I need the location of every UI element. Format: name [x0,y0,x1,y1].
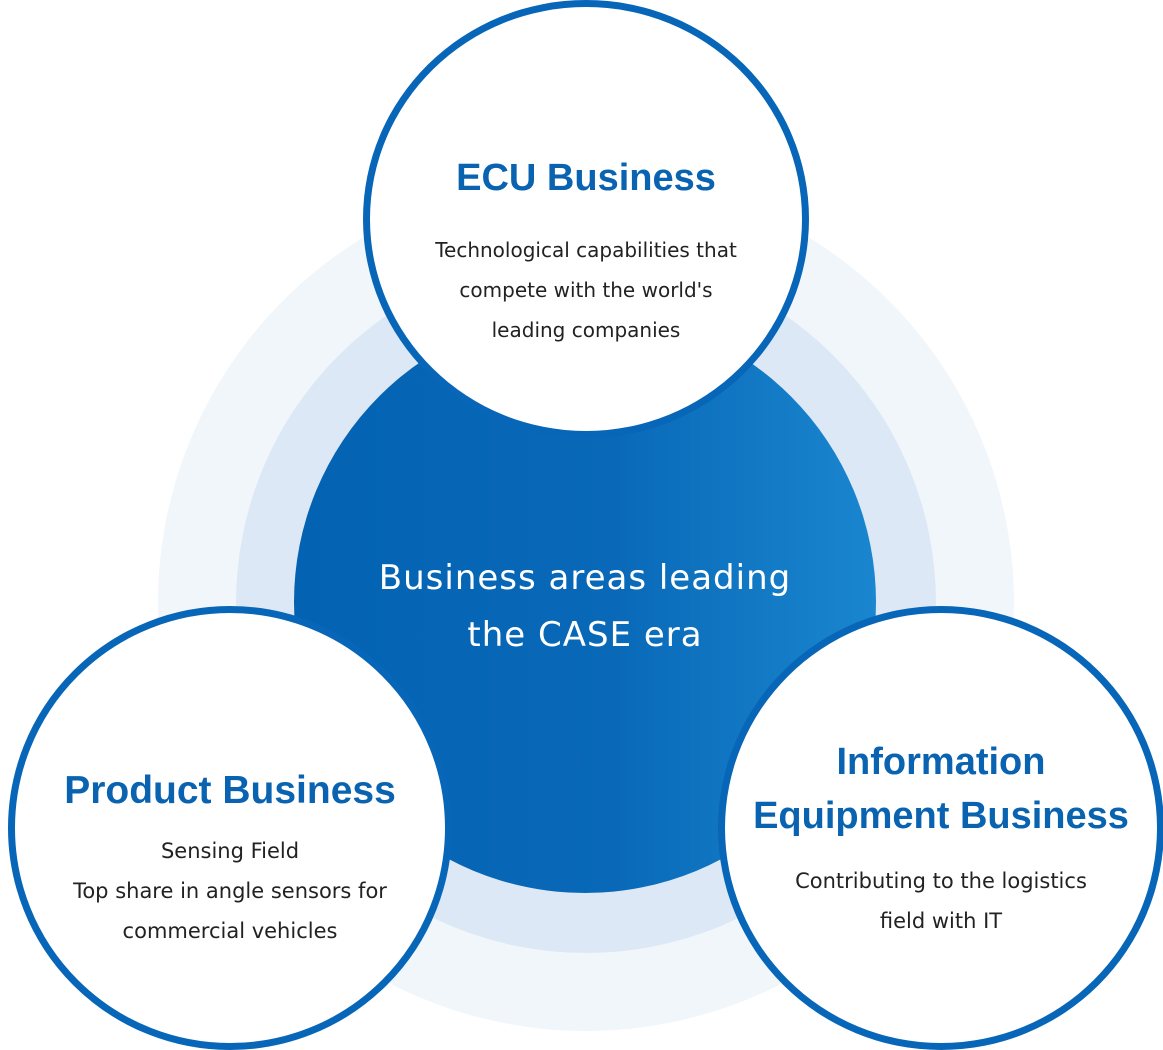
description-line: field with IT [879,909,1003,933]
center-label: Business areas leading the CASE era [360,550,810,664]
information-equipment-business-circle: Information Equipment Business Contribut… [718,606,1163,1050]
product-business-title: Product Business [15,764,445,818]
description-line: leading companies [491,318,681,342]
product-business-description: Sensing Field Top share in angle sensors… [15,831,445,951]
ecu-business-circle: ECU Business Technological capabilities … [363,0,809,438]
description-line: Contributing to the logistics [795,869,1087,893]
ecu-business-title: ECU Business [370,151,802,205]
description-line: commercial vehicles [122,919,338,943]
title-line: Equipment Business [753,795,1129,837]
description-line: Sensing Field [160,839,300,863]
information-equipment-business-description: Contributing to the logistics field with… [725,861,1157,941]
title-line: Product Business [64,769,396,812]
center-label-line: the CASE era [467,615,703,655]
title-line: Information [836,741,1046,783]
description-line: compete with the world's [459,278,713,302]
information-equipment-business-title: Information Equipment Business [725,735,1157,843]
description-line: Technological capabilities that [435,238,737,262]
title-line: ECU Business [456,157,716,199]
product-business-circle: Product Business Sensing Field Top share… [8,606,452,1050]
ecu-business-description: Technological capabilities that compete … [370,230,802,350]
center-label-line: Business areas leading [378,558,792,598]
description-line: Top share in angle sensors for [73,879,387,903]
